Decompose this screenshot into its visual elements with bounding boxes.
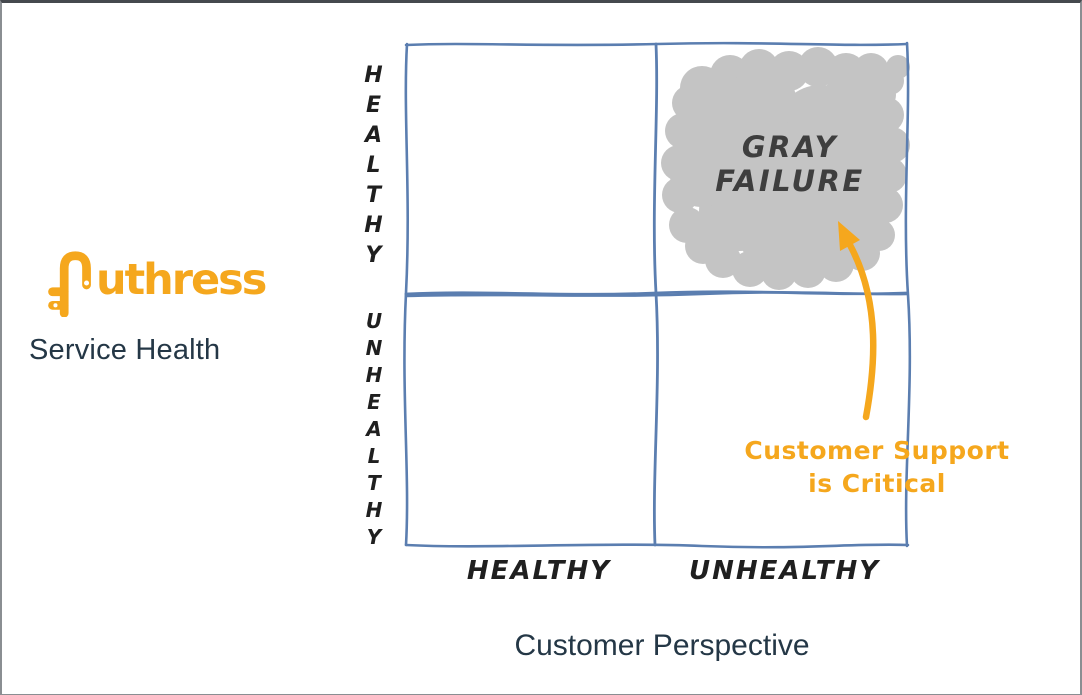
logo-text: uthress	[96, 255, 267, 305]
annotation-arrow-icon	[838, 221, 877, 421]
grid-top-edge	[404, 41, 909, 47]
grid-bottom-edge	[404, 543, 910, 549]
annotation-line2: is Critical	[808, 469, 946, 498]
annotation-line1: Customer Support	[744, 436, 1010, 465]
y-axis-label-healthy: HEALTHY	[361, 63, 386, 273]
x-axis-label-unhealthy: UNHEALTHY	[689, 556, 881, 586]
grid-midline-horizontal-overstroke	[404, 291, 909, 298]
gray-failure-label-line2: FAILURE	[715, 164, 865, 198]
service-health-title: Service Health	[29, 334, 221, 366]
y-axis-label-unhealthy: UNHEALTHY	[362, 309, 386, 552]
gray-failure-label: GRAY FAILURE	[692, 130, 888, 198]
customer-support-annotation: Customer Support is Critical	[736, 434, 1018, 500]
authress-logo: uthress	[46, 249, 267, 317]
authress-key-a-icon	[48, 251, 91, 317]
grid-left-edge	[403, 42, 410, 547]
grid-midline-horizontal	[404, 290, 909, 296]
x-axis-title: Customer Perspective	[514, 629, 810, 662]
x-axis-label-healthy: HEALTHY	[466, 556, 612, 586]
grid-midline-vertical	[652, 42, 659, 547]
gray-failure-label-line1: GRAY	[741, 130, 839, 164]
